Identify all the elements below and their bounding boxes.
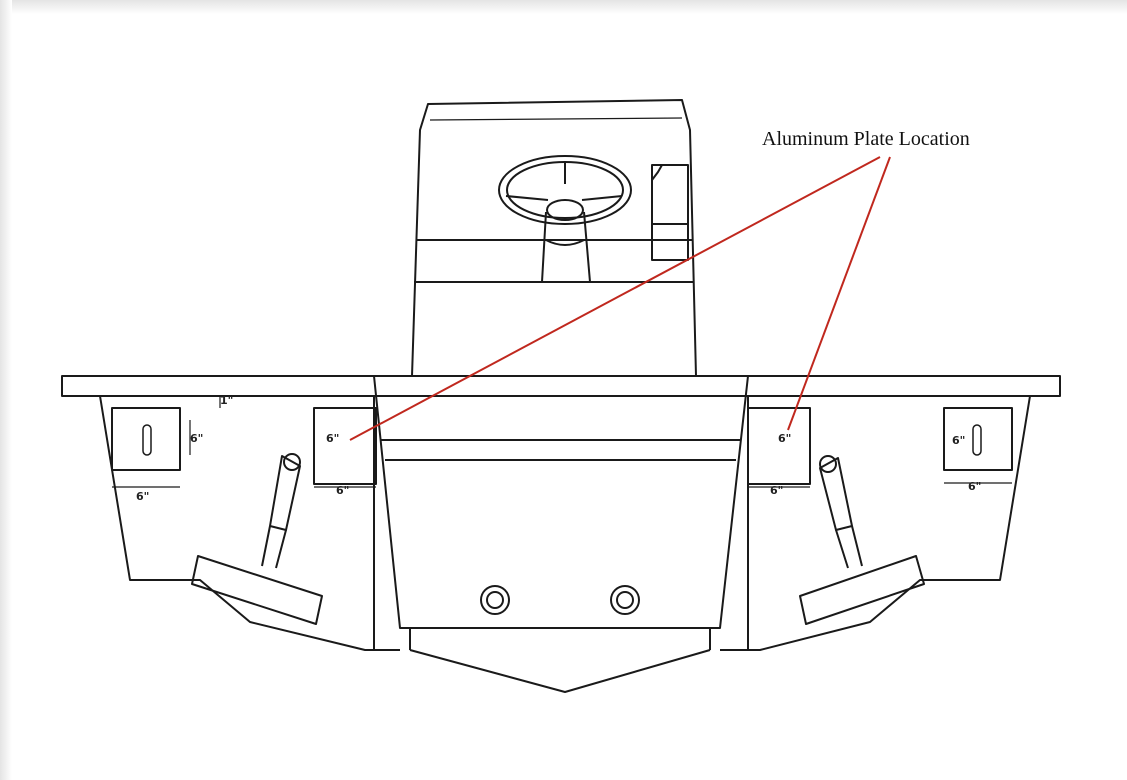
frame-shadow-left [0,0,12,780]
dim-r1-bottom: 6" [770,484,783,497]
steering-wheel [498,155,632,283]
leader-line-outer [787,156,891,431]
dim-l1-side: 6" [190,432,203,445]
frame-shadow-top [0,0,1127,14]
dim-r1-side: 6" [778,432,791,445]
callout-leaders [349,156,891,441]
plate-left-outer [111,407,181,471]
throttle-control [651,164,689,261]
trim-tab-right [799,455,925,625]
leader-line-inner [349,156,881,441]
dim-r2-bottom: 6" [968,480,981,493]
deck-platform [61,375,1061,397]
plate-left-inner [313,407,377,485]
callout-label: Aluminum Plate Location [762,128,970,150]
dimension-lines [112,396,1012,488]
plate-right-outer [943,407,1013,471]
dim-top-left: 1" [220,394,233,407]
trim-tab-left [191,453,323,625]
left-hull [99,395,400,651]
center-bracket [373,375,749,693]
console-outline [411,99,697,377]
dim-l2-bottom: 6" [336,484,349,497]
dim-l1-bottom: 6" [136,490,149,503]
right-hull [720,395,1031,651]
dim-r2-side: 6" [952,434,965,447]
dim-l2-side: 6" [326,432,339,445]
plate-right-inner [747,407,811,485]
